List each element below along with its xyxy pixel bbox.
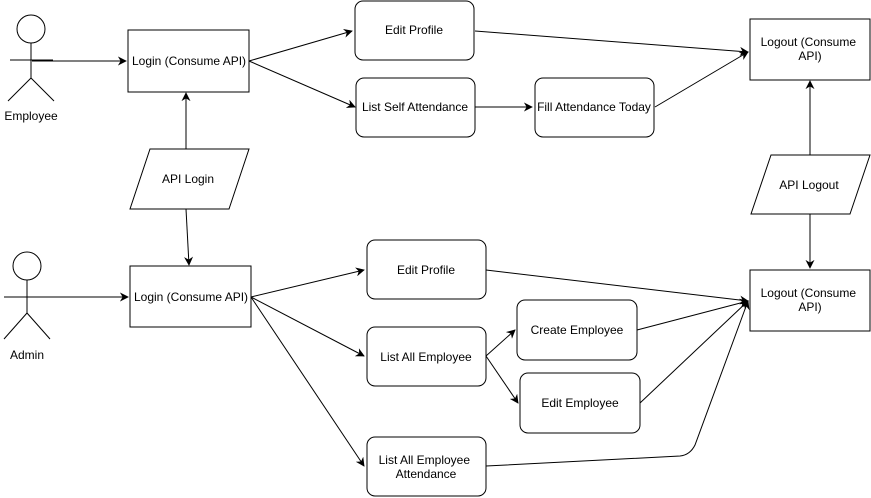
- node-list-all-employee: List All Employee: [366, 326, 487, 387]
- svg-text:Login (Consume API): Login (Consume API): [134, 290, 248, 304]
- node-list-attendance-text-2: Attendance: [396, 467, 457, 481]
- edge-list-all-to-create-employee: [485, 329, 516, 357]
- edge-admin-login-to-edit-profile: [250, 267, 365, 298]
- actor-admin-label: Admin: [10, 348, 44, 362]
- edge-edit-employee-to-logout: [639, 300, 749, 404]
- edge-admin-login-to-list-attendance: [250, 296, 365, 467]
- actor-admin: Admin: [3, 251, 51, 362]
- svg-text:Logout (Consume API): Logout (Consume API): [761, 286, 860, 314]
- svg-text:List Self Attendance: List Self Attendance: [362, 100, 468, 114]
- edge-fill-attendance-to-logout: [654, 51, 749, 108]
- node-admin-logout-text-1: Logout (Consume: [761, 286, 857, 300]
- edge-create-employee-to-logout: [636, 298, 749, 331]
- actor-employee: Employee: [4, 14, 58, 123]
- node-list-attendance-text-1: List All Employee: [379, 453, 471, 467]
- node-admin-login: Login (Consume API): [129, 265, 252, 328]
- edge-api-login-to-admin-login: [184, 208, 194, 266]
- node-fill-attendance-today: Fill Attendance Today: [534, 77, 655, 138]
- edge-admin-login-to-list-all-employee: [250, 296, 365, 357]
- edge-edit-profile-to-logout: [474, 30, 749, 56]
- node-employee-edit-profile: Edit Profile: [354, 0, 475, 61]
- svg-text:API Logout: API Logout: [779, 178, 839, 192]
- node-employee-login-text: Login (Consume API): [132, 54, 246, 68]
- node-list-self-attendance: List Self Attendance: [355, 77, 476, 138]
- node-fill-attendance-today-text: Fill Attendance Today: [537, 100, 651, 114]
- node-api-logout-text: API Logout: [779, 178, 839, 192]
- edge-list-attendance-to-logout: [485, 300, 750, 467]
- node-admin-logout-text-2: API): [798, 300, 821, 314]
- svg-text:Edit Profile: Edit Profile: [397, 263, 455, 277]
- svg-text:Fill Attendance Today: Fill Attendance Today: [537, 100, 651, 114]
- node-employee-edit-profile-text: Edit Profile: [385, 23, 443, 37]
- svg-text:List All Employee: List All Employee: [380, 350, 472, 364]
- actor-employee-label: Employee: [4, 109, 58, 123]
- node-create-employee: Create Employee: [516, 299, 638, 361]
- node-admin-edit-profile: Edit Profile: [366, 239, 487, 300]
- node-employee-logout-text-2: API): [798, 49, 821, 63]
- svg-text:Edit Employee: Edit Employee: [541, 396, 619, 410]
- node-list-all-employee-attendance: List All Employee Attendance: [366, 436, 487, 497]
- node-admin-logout: Logout (Consume API): [749, 269, 871, 332]
- node-employee-login: Login (Consume API): [127, 29, 250, 93]
- edge-login-to-edit-profile: [248, 28, 353, 62]
- svg-text:Create Employee: Create Employee: [531, 323, 624, 337]
- svg-text:List All Employee Attend: List All Employee Attendance: [379, 453, 474, 481]
- node-api-logout: API Logout: [750, 154, 871, 215]
- node-edit-employee-text: Edit Employee: [541, 396, 619, 410]
- node-list-self-attendance-text: List Self Attendance: [362, 100, 468, 114]
- edge-list-all-to-edit-employee: [485, 355, 519, 404]
- svg-text:Login (Consume API): Login (Consume API): [132, 54, 246, 68]
- node-employee-logout-text-1: Logout (Consume: [761, 35, 857, 49]
- node-create-employee-text: Create Employee: [531, 323, 624, 337]
- svg-text:Edit Profile: Edit Profile: [385, 23, 443, 37]
- svg-text:Logout (Consume API): Logout (Consume API): [761, 35, 860, 63]
- edge-admin-edit-profile-to-logout: [485, 269, 749, 305]
- svg-text:API Login: API Login: [162, 172, 214, 186]
- node-edit-employee: Edit Employee: [519, 372, 641, 434]
- node-api-login: API Login: [129, 148, 250, 210]
- node-employee-logout: Logout (Consume API): [749, 18, 871, 81]
- node-admin-edit-profile-text: Edit Profile: [397, 263, 455, 277]
- node-admin-login-text: Login (Consume API): [134, 290, 248, 304]
- edge-login-to-list-self-attendance: [248, 60, 356, 108]
- node-list-all-employee-text: List All Employee: [380, 350, 472, 364]
- node-api-login-text: API Login: [162, 172, 214, 186]
